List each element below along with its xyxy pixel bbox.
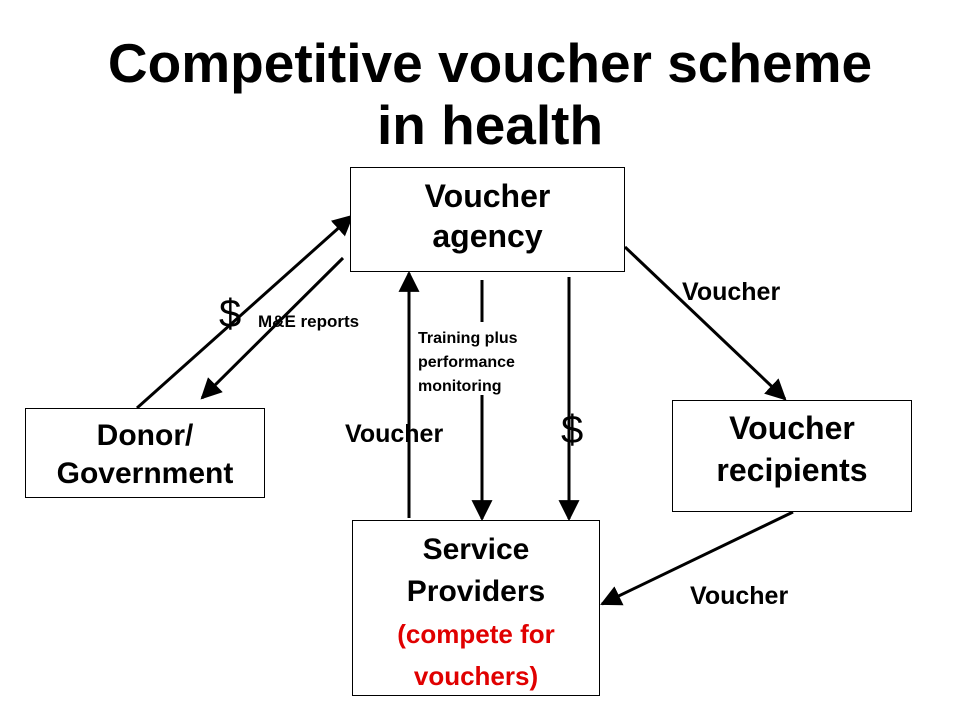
donor-agency-money-label: $ [219,292,242,336]
training-label-line-3: monitoring [418,378,502,395]
voucher-agency-box: Voucher agency [350,167,625,272]
donor-line-2: Government [56,457,234,490]
recipients-line-2: recipients [716,452,868,488]
agency-recipients-voucher-label: Voucher [682,278,781,306]
providers-line-1: Service [422,533,530,566]
training-label-line-1: Training plus [418,330,518,347]
training-label-line-2: performance [418,354,515,371]
donor-line-1: Donor/ [96,419,194,452]
voucher-recipients-box: Voucher recipients [672,400,912,512]
arrow-recipients-to-providers [600,510,794,606]
arrow-donor-to-agency [136,214,354,410]
recipients-providers-voucher-label: Voucher [690,582,789,610]
donor-government-box: Donor/ Government [25,408,265,498]
slide-title: Competitive voucher scheme in health [0,32,960,156]
arrow-agency-to-recipients [623,245,787,401]
title-line-1: Competitive voucher scheme [107,32,873,94]
voucher-agency-line-2: agency [432,218,543,254]
providers-agency-voucher-label: Voucher [345,420,444,448]
voucher-agency-line-1: Voucher [424,178,551,214]
title-line-2: in health [376,94,604,156]
providers-note-line-1: (compete for [397,619,555,649]
providers-note-line-2: vouchers) [413,661,539,691]
providers-line-2: Providers [406,575,546,608]
me-reports-label: M&E reports [258,312,360,331]
service-providers-box: Service Providers (compete for vouchers) [352,520,600,696]
recipients-line-1: Voucher [729,410,855,446]
arrow-agency-to-donor [200,256,345,400]
agency-providers-money-label: $ [561,408,584,452]
